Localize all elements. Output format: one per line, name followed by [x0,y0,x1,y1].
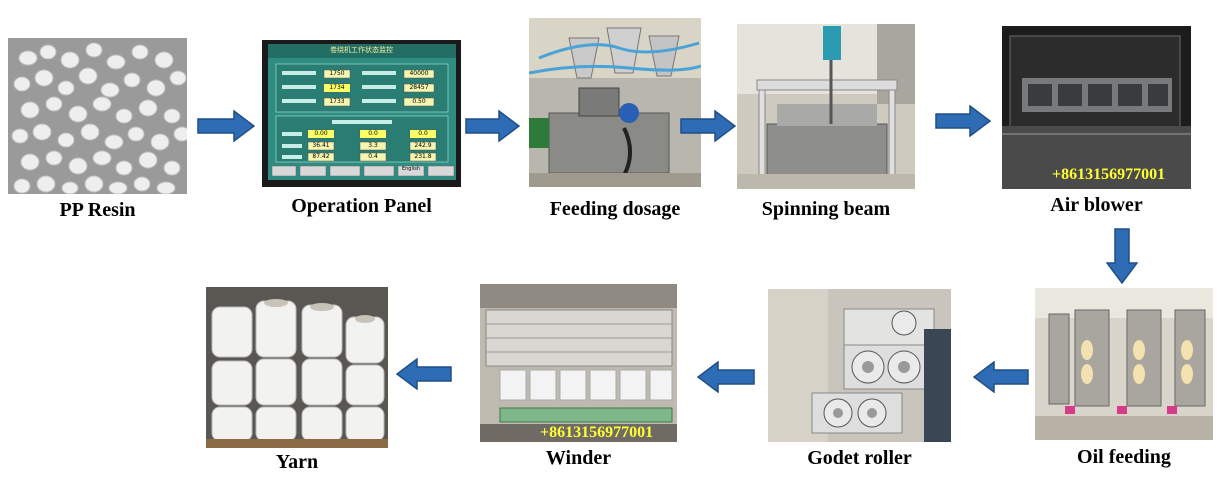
step-label-winder: Winder [545,447,612,469]
winder-photo: +8613156977001 [480,284,677,442]
panel-value: 242.9 [414,142,432,149]
step-label-air-blower: Air blower [1050,194,1143,216]
panel-value: 0.0 [368,130,378,137]
operation-panel-photo: 卷绕机工作状态监控 1750 40000 1734 28457 1733 0.5… [262,40,461,187]
arrow-right-icon [935,105,991,137]
step-label-yarn: Yarn [275,451,319,473]
panel-title: 卷绕机工作状态监控 [330,46,393,54]
panel-value: 0.50 [412,98,426,105]
panel-value: 28457 [409,84,429,91]
feeding-dosage-photo [529,18,701,187]
panel-value: 1733 [329,98,345,105]
arrow-right-icon [465,110,520,142]
step-label-spinning-beam: Spinning beam [761,198,891,220]
panel-value: 231.8 [414,153,432,160]
panel-value: 36.41 [312,142,330,149]
panel-value: 40000 [409,70,429,77]
arrow-left-icon [973,361,1029,393]
arrow-left-icon [697,361,755,393]
godet-roller-photo [768,289,951,442]
arrow-left-icon [396,358,452,390]
air-blower-photo: +8613156977001 [1002,26,1191,189]
arrow-right-icon [680,110,736,142]
oil-feeding-photo [1035,288,1213,440]
spinning-beam-photo [737,24,915,189]
panel-value: 1750 [329,70,345,77]
pp-resin-photo [8,38,187,194]
panel-value: 0.4 [368,153,378,160]
step-label-operation-panel: Operation Panel [291,195,432,217]
panel-value: 0.0 [418,130,428,137]
panel-value: 0.00 [314,130,328,137]
panel-value: 3.3 [368,142,378,149]
step-label-oil-feeding: Oil feeding [1077,446,1171,468]
step-label-pp-resin: PP Resin [59,199,136,221]
panel-value: 1734 [329,84,345,91]
yarn-photo [206,287,388,448]
panel-english-button: English [401,166,421,172]
step-label-godet-roller: Godet roller [807,447,912,469]
panel-value: 87.42 [312,153,330,160]
watermark-phone: +8613156977001 [1052,166,1166,183]
arrow-right-icon [197,110,255,142]
arrow-down-icon [1106,228,1138,284]
step-label-feeding-dosage: Feeding dosage [549,198,681,220]
watermark-phone: +8613156977001 [540,424,654,441]
